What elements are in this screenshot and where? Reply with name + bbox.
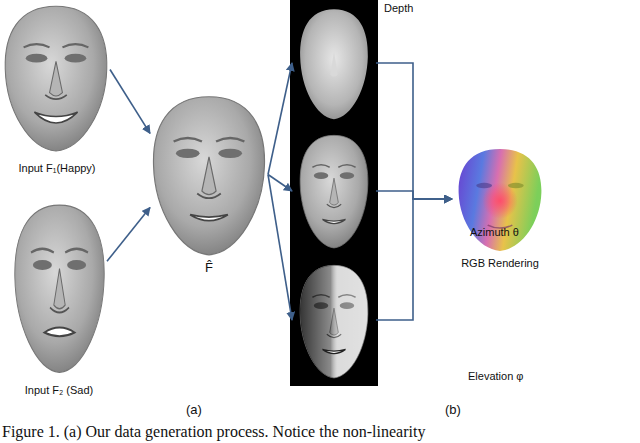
blended-face: F̂ [150,92,268,257]
flow-arrow [376,63,452,199]
flow-arrow [268,175,292,321]
input-face: Input F₂ (Sad) [12,200,107,375]
node-label: Depth [384,2,413,15]
panel-letter: (a) [186,402,202,417]
azimuth-panel: Azimuth θ [292,130,376,252]
depth-panel: Depth [292,4,376,122]
flow-arrow [268,63,292,175]
elevation-panel: Elevation φ [292,258,376,382]
node-label: Input F₁(Happy) [0,162,114,175]
figure-caption: Figure 1. (a) Our data generation proces… [2,423,425,441]
node-label: Input F₂ (Sad) [2,384,116,397]
input-face: Input F₁(Happy) [2,2,110,152]
node-label: RGB Rendering [460,257,540,270]
flow-arrow [107,208,150,262]
flow-arrow [268,175,292,192]
node-label: F̂ [194,260,224,276]
rgb-rendering: RGB Rendering [452,145,548,253]
node-label: Azimuth θ [470,226,519,239]
node-label: Elevation φ [468,370,523,383]
flow-arrow [376,191,452,199]
panel-letter: (b) [445,402,461,417]
flow-arrow [376,199,452,320]
flow-arrow [110,70,150,134]
